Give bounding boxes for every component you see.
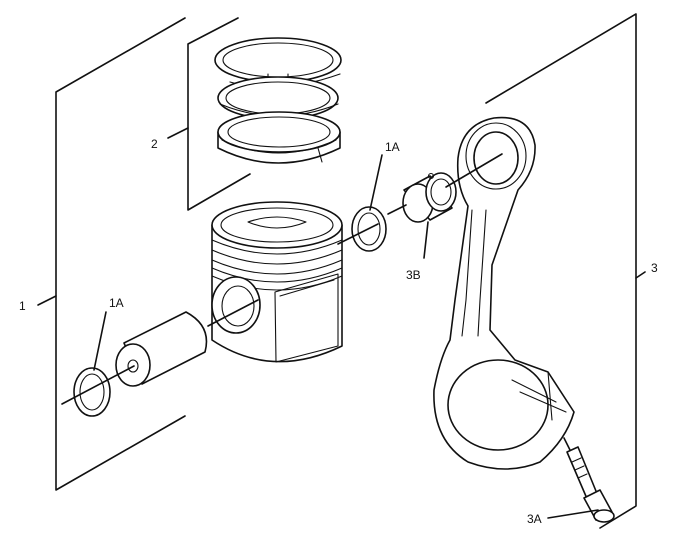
piston-pin (115, 311, 208, 387)
callout-2: 2 (151, 137, 158, 151)
callout-1a-top: 1A (385, 140, 400, 154)
piston-ring-top (214, 37, 342, 88)
connecting-rod (433, 116, 575, 470)
callout-1: 1 (19, 299, 26, 313)
retaining-ring-left (73, 367, 111, 417)
callout-3a: 3A (527, 512, 542, 526)
callout-3: 3 (651, 261, 658, 275)
assembly-lines (61, 153, 571, 451)
piston-ring-oil (217, 111, 341, 164)
bracket-1 (55, 17, 186, 491)
leader-lines (37, 127, 646, 519)
rod-bolt (566, 446, 615, 523)
bracket-2 (187, 17, 251, 211)
piston (211, 201, 343, 363)
callout-3b: 3B (406, 268, 421, 282)
rod-bushing (402, 172, 457, 223)
callout-1a-left: 1A (109, 296, 124, 310)
bracket-3 (485, 13, 637, 529)
